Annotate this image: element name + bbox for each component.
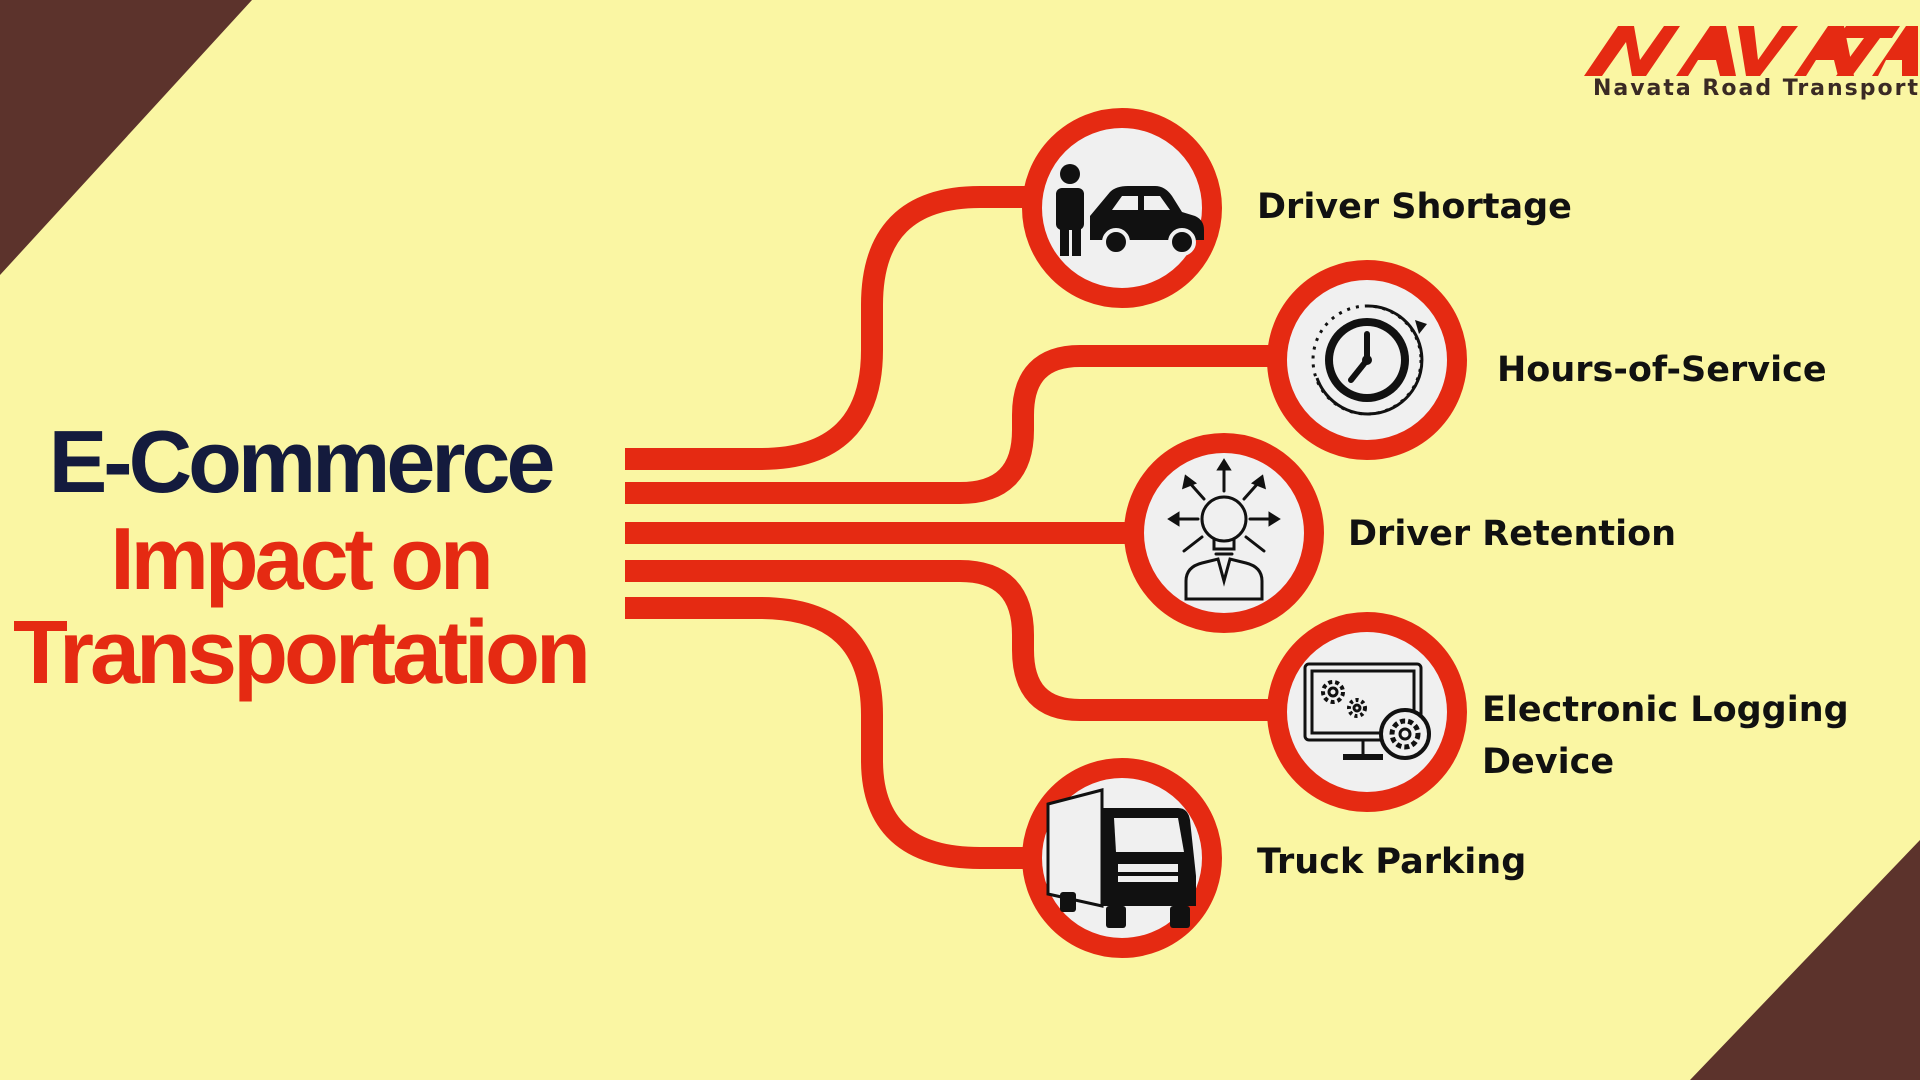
truck-icon bbox=[1046, 788, 1196, 928]
connector-5 bbox=[625, 597, 1030, 869]
bottom-right-corner bbox=[1690, 840, 1920, 1080]
label-truck-parking: Truck Parking bbox=[1257, 842, 1527, 882]
label-hours-of-service: Hours-of-Service bbox=[1497, 350, 1827, 390]
label-driver-retention: Driver Retention bbox=[1348, 514, 1677, 554]
clock-icon bbox=[1311, 304, 1427, 416]
node-driver-retention bbox=[1124, 433, 1324, 633]
lightbulb-person-icon bbox=[1167, 458, 1281, 601]
driver-car-icon bbox=[1056, 164, 1204, 256]
top-left-corner bbox=[0, 0, 252, 275]
label-electronic-logging-device: Electronic Logging Device bbox=[1482, 690, 1849, 782]
title-line-3: Transportation bbox=[12, 603, 591, 703]
navata-logo bbox=[1584, 26, 1918, 76]
monitor-gears-icon bbox=[1303, 662, 1431, 760]
connector-1 bbox=[625, 186, 1030, 470]
node-truck-parking bbox=[1022, 758, 1222, 958]
node-hours-of-service bbox=[1267, 260, 1467, 460]
node-driver-shortage bbox=[1022, 108, 1222, 308]
connector-2 bbox=[625, 345, 1275, 504]
logo-tagline: Navata Road Transport bbox=[1592, 76, 1920, 101]
connector-4 bbox=[625, 560, 1275, 721]
title-line-2: Impact on bbox=[110, 509, 494, 608]
label-driver-shortage: Driver Shortage bbox=[1257, 187, 1572, 227]
title-line-1: E-Commerce bbox=[48, 412, 556, 511]
node-electronic-logging-device bbox=[1267, 612, 1467, 812]
